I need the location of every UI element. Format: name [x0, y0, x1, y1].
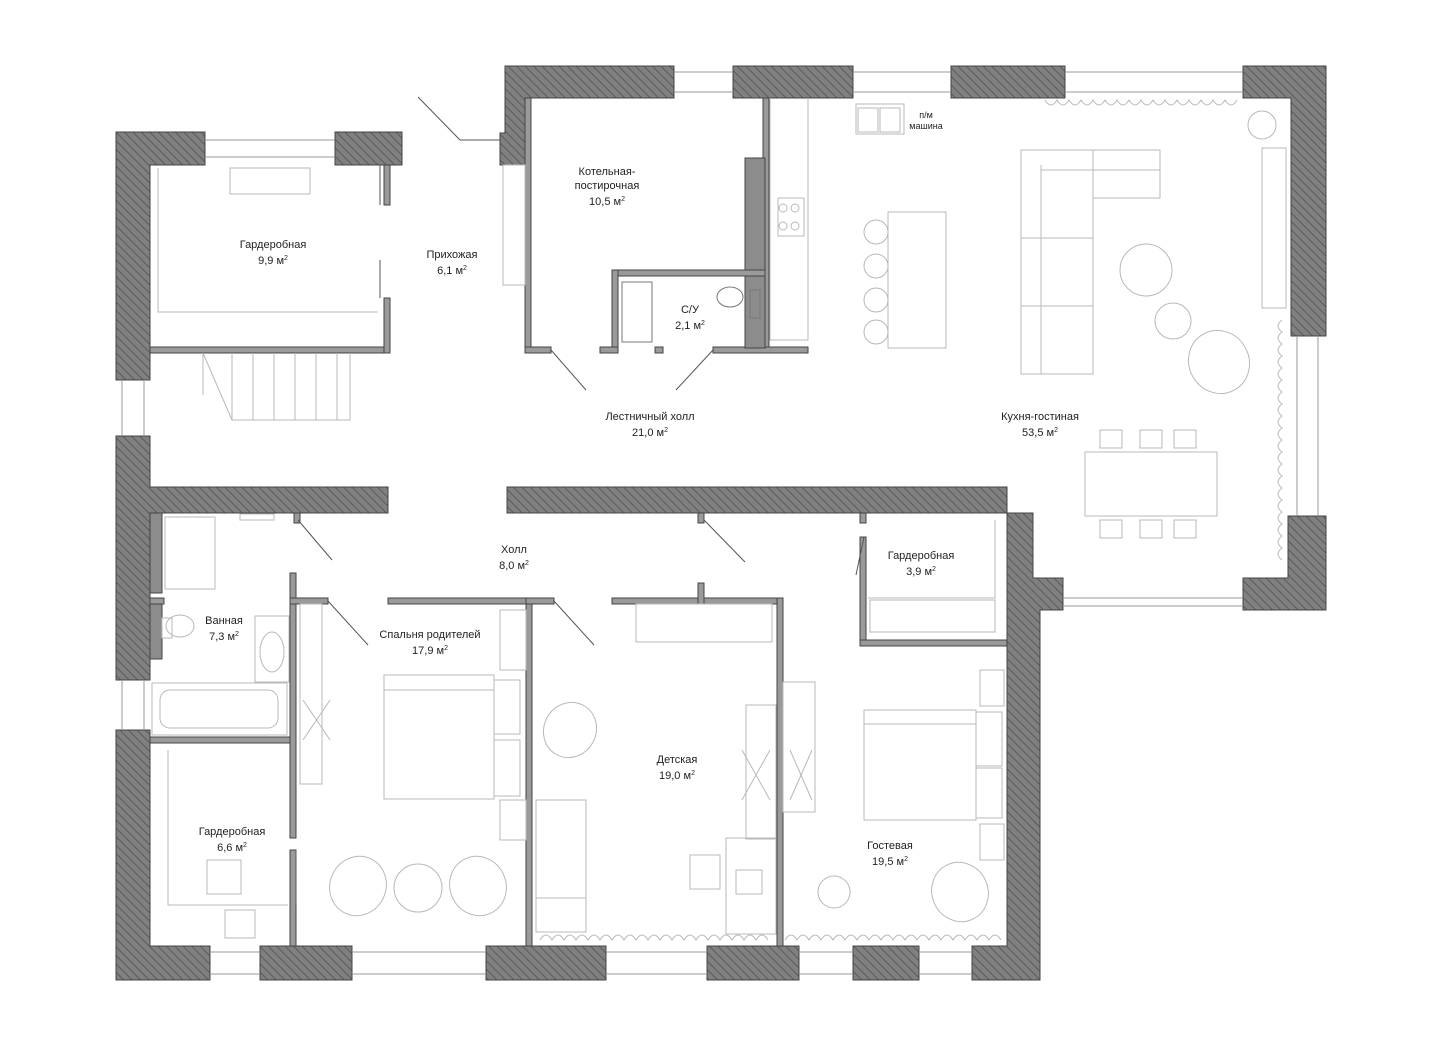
room-name: С/У	[680, 304, 699, 316]
windows	[121, 71, 1319, 975]
room-name: Прихожая	[426, 249, 478, 261]
room-name: Гардеробная	[239, 239, 307, 251]
wall-south-4	[852, 945, 920, 981]
wall-se-corner	[506, 486, 1064, 981]
room-name: Гардеробная	[887, 550, 955, 562]
wall-north-3	[950, 65, 1066, 99]
room-name: Гардеробная	[198, 826, 266, 838]
toilet-fixtures	[621, 281, 761, 343]
room-label-gostevaya: Гостевая 19,5 м2	[867, 839, 913, 869]
room-area: 19,0 м2	[659, 770, 695, 782]
room-label-su: С/У 2,1 м2	[675, 303, 705, 333]
room-name: Кухня-гостиная	[1001, 411, 1079, 423]
wall-se-right	[1242, 515, 1327, 611]
room-label-garderobnaya-3: Гардеробная 6,6 м2	[199, 825, 266, 855]
room-name: Холл	[501, 544, 527, 556]
room-area: 9,9 м2	[258, 255, 288, 267]
wall-sw-corner	[115, 729, 211, 981]
room-label-garderobnaya-1: Гардеробная 9,9 м2	[240, 238, 307, 268]
room-label-detskaya: Детская 19,0 м2	[657, 753, 698, 783]
room-area: 53,5 м2	[1022, 427, 1058, 439]
room-label-lestnichny-holl: Лестничный холл 21,0 м2	[605, 410, 694, 440]
room-label-holl: Холл 8,0 м2	[499, 543, 529, 573]
wall-south-3	[706, 945, 800, 981]
room-label-vannaya: Ванная 7,3 м2	[205, 614, 243, 644]
room-label-prikhozhaya: Прихожая 6,1 м2	[427, 248, 478, 278]
room-area: 19,5 м2	[872, 856, 908, 868]
room-area: 8,0 м2	[499, 560, 529, 572]
wall-west-mid	[115, 435, 389, 681]
room-name: Лестничный холл	[605, 411, 695, 423]
room-area: 6,6 м2	[217, 842, 247, 854]
room-label-kotelnaya: Котельная- постирочная 10,5 м2	[575, 165, 640, 209]
room-area: 17,9 м2	[412, 645, 448, 657]
room-name: Гостевая	[867, 840, 913, 852]
wall-nw-corner	[115, 131, 206, 381]
interior-walls	[149, 97, 1008, 947]
room-name: Детская	[656, 754, 698, 766]
room-label-garderobnaya-2: Гардеробная 3,9 м2	[888, 549, 955, 579]
wall-south-2	[485, 945, 607, 981]
room-area: 6,1 м2	[437, 265, 467, 277]
exterior-walls	[115, 65, 1327, 981]
wall-north-2	[732, 65, 854, 99]
wall-ne-corner	[1242, 65, 1327, 337]
room-name-line1: Котельная-	[578, 166, 636, 178]
room-name-line2: постирочная	[574, 180, 640, 192]
room-area: 2,1 м2	[675, 320, 705, 332]
wall-nw-right	[334, 131, 403, 166]
room-name: Спальня родителей	[379, 629, 481, 641]
furniture	[151, 98, 1287, 941]
room-label-kukhnya-gostinaya: Кухня-гостиная 53,5 м2	[1001, 410, 1079, 440]
room-area: 3,9 м2	[906, 566, 936, 578]
room-name: Ванная	[205, 615, 243, 627]
room-area: 10,5 м2	[589, 196, 625, 208]
room-label-spalnya-roditeley: Спальня родителей 17,9 м2	[379, 628, 480, 658]
wall-south-1	[259, 945, 353, 981]
doors	[295, 96, 865, 905]
washing-machine-label: п/м машина	[909, 110, 943, 131]
room-area: 7,3 м2	[209, 631, 239, 643]
room-area: 21,0 м2	[632, 427, 668, 439]
